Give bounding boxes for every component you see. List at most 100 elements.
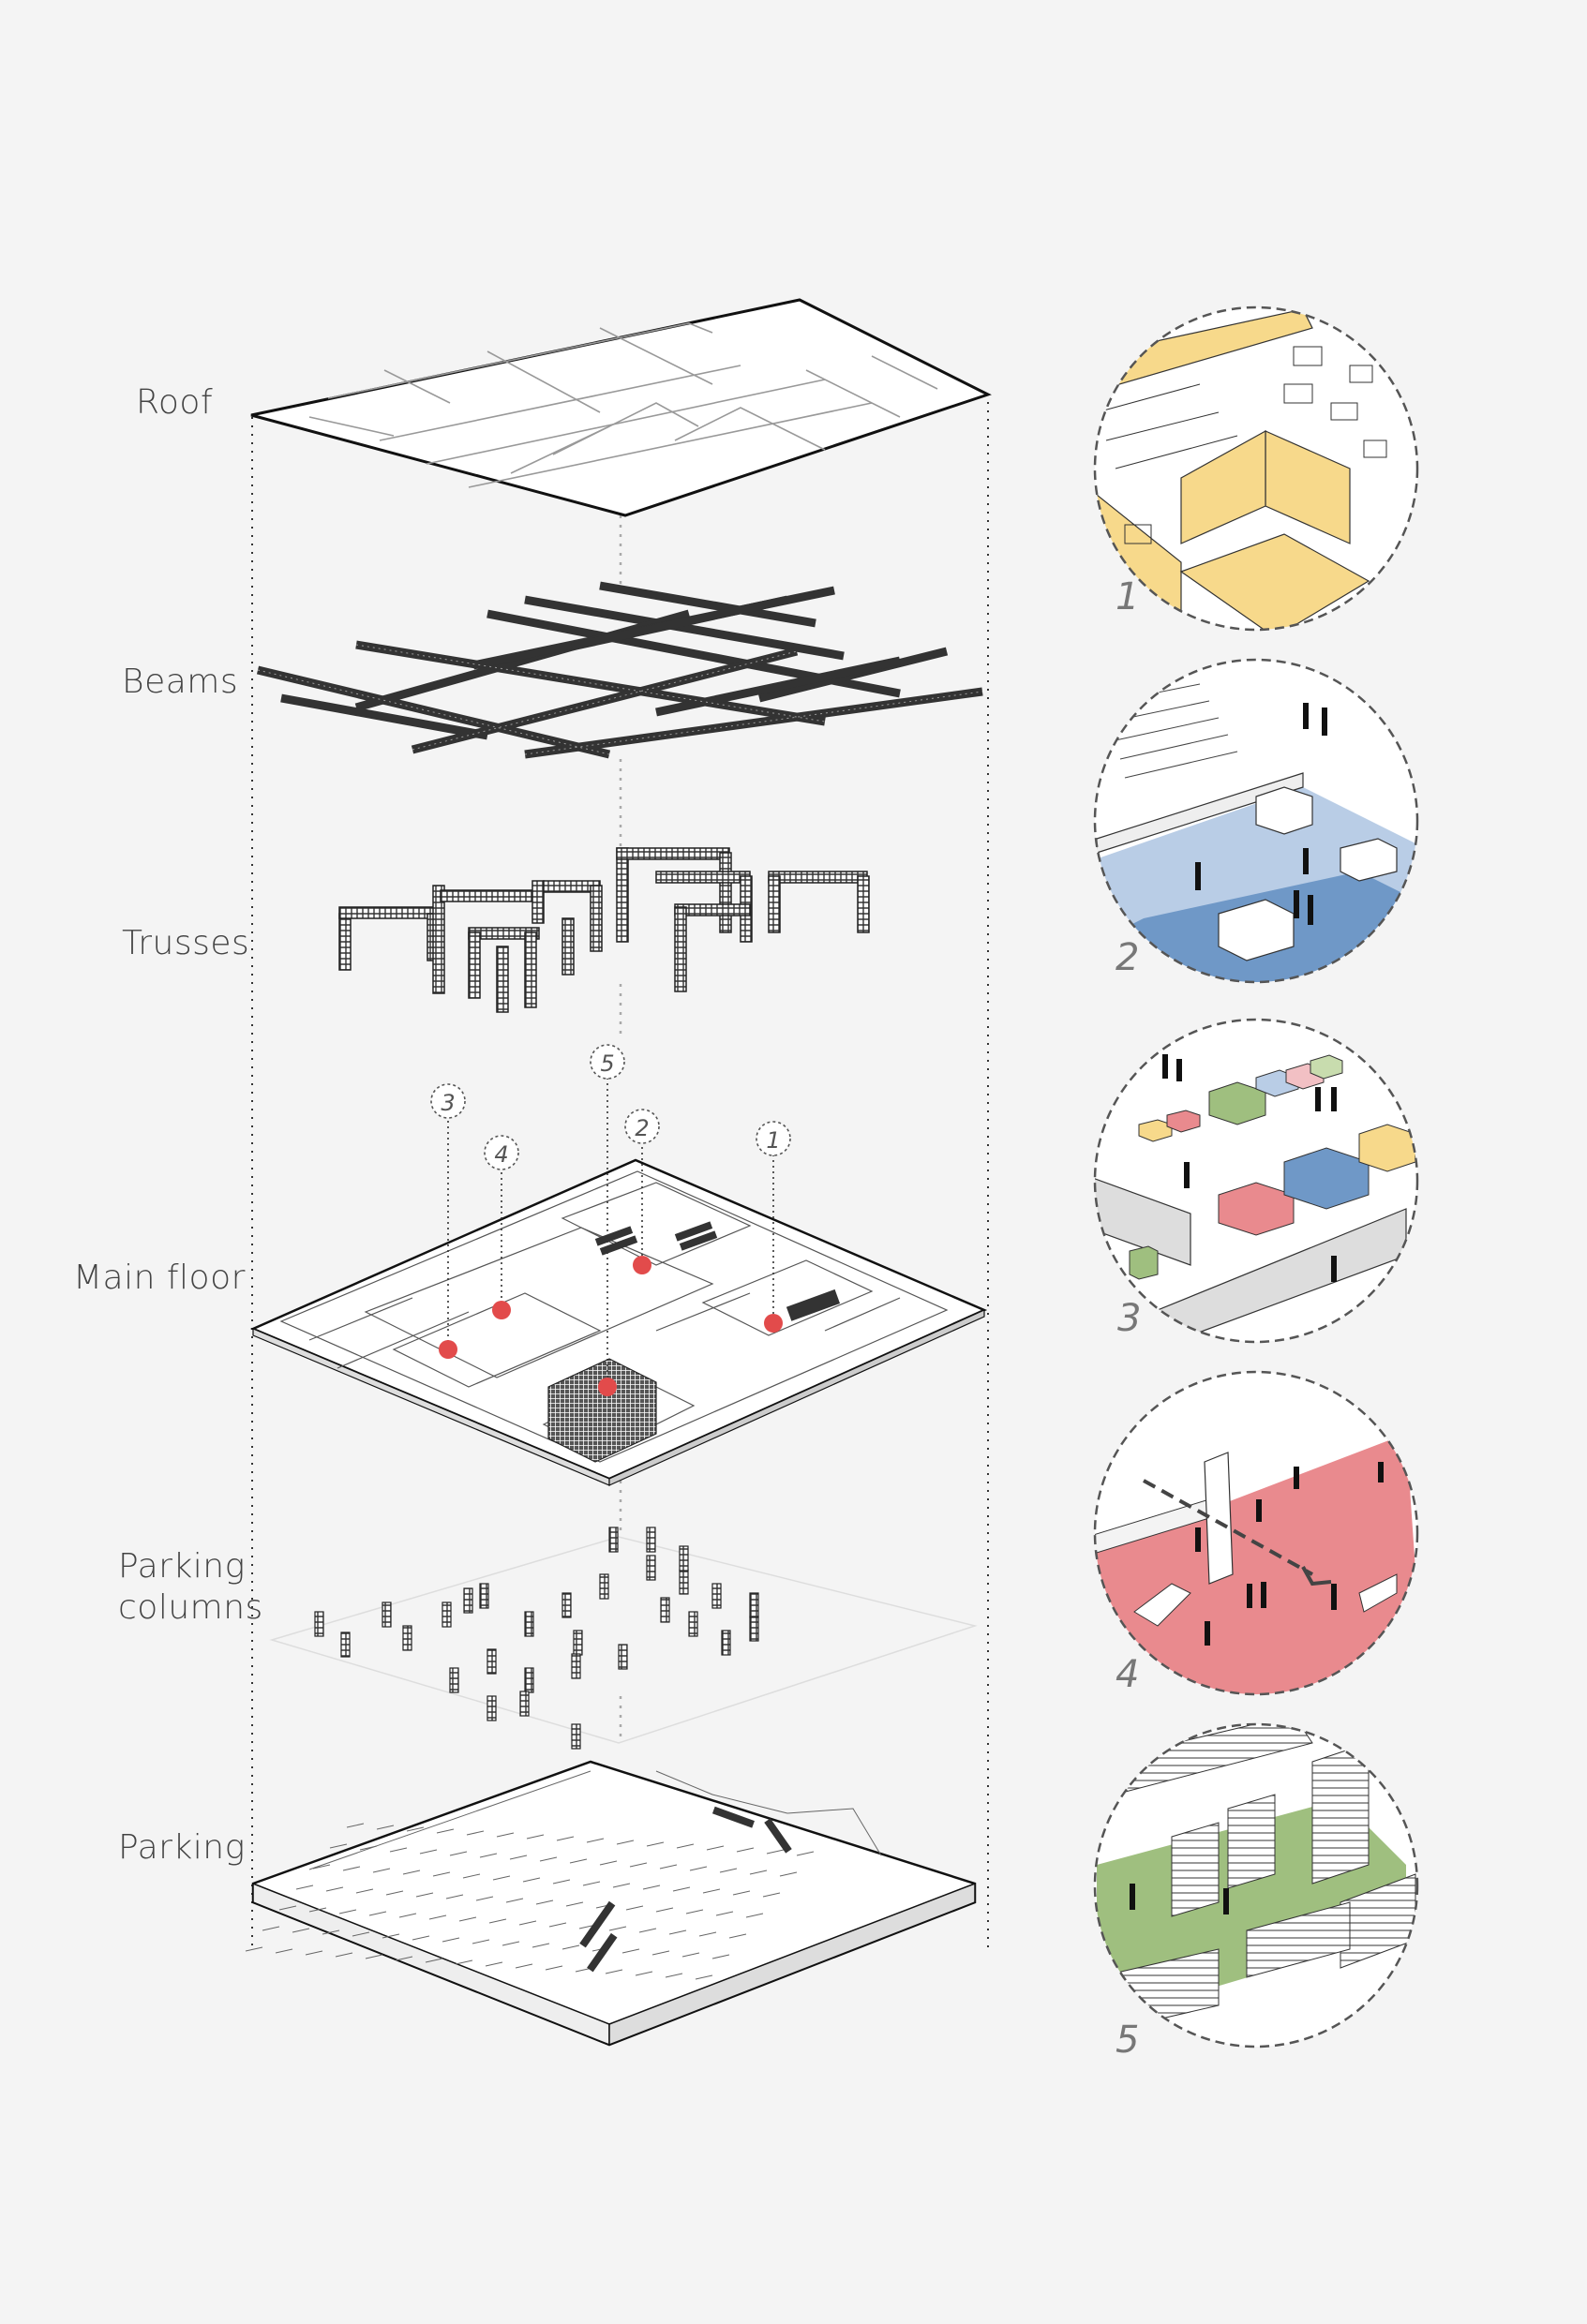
- parking-stall: [466, 1830, 485, 1836]
- detail-circle-5-number: 5: [1115, 2019, 1139, 2062]
- parking-stall: [556, 1836, 575, 1841]
- parking-stall: [372, 1868, 391, 1873]
- marker-5: 5: [590, 1044, 625, 1396]
- parking-column: [749, 1616, 759, 1642]
- parking-stall: [621, 1948, 640, 1954]
- parking-stall: [655, 1907, 674, 1913]
- parking-column: [571, 1653, 581, 1679]
- parking-column: [721, 1630, 731, 1656]
- parking-stall: [612, 1883, 631, 1888]
- parking-stall: [665, 1973, 683, 1978]
- parking-stall: [605, 1969, 623, 1974]
- parking-stall: [278, 1905, 297, 1911]
- marker-3: 3: [430, 1083, 466, 1359]
- parking-column: [402, 1625, 412, 1651]
- marker-2-number: 2: [635, 1115, 649, 1141]
- parking-stall: [412, 1935, 430, 1941]
- parking-stall: [651, 1950, 670, 1956]
- parking-column: [561, 1592, 572, 1618]
- parking-stall: [706, 1845, 725, 1851]
- parking-stall: [368, 1911, 387, 1916]
- parking-column: [314, 1611, 324, 1637]
- parking-stall: [629, 1862, 648, 1868]
- parking-stall: [638, 1928, 657, 1933]
- parking-stall: [698, 1931, 717, 1937]
- label-trusses: Trusses: [122, 924, 250, 962]
- detail-circle-4-number: 4: [1115, 1653, 1139, 1696]
- parking-stall: [335, 1952, 353, 1958]
- parking-stall: [625, 1905, 644, 1911]
- parking-stall: [308, 1907, 327, 1913]
- parking-stall: [485, 1961, 503, 1967]
- parking-stall: [352, 1931, 370, 1937]
- marker-5-number: 5: [600, 1050, 614, 1077]
- label-parking-columns-line1: Parking: [118, 1547, 246, 1586]
- parking-stall: [635, 1971, 653, 1976]
- parking-stall: [539, 1856, 558, 1862]
- parking-stall: [569, 1858, 588, 1864]
- parking-column: [618, 1644, 628, 1670]
- parking-stall: [462, 1873, 481, 1879]
- parking-stall: [488, 1918, 507, 1924]
- parking-stall: [502, 1941, 520, 1946]
- parking-stall: [398, 1913, 417, 1918]
- beams-texture: [257, 644, 983, 755]
- parking-stall: [745, 1913, 764, 1918]
- parking-column: [519, 1691, 530, 1717]
- parking-column: [340, 1631, 351, 1658]
- label-parking: Parking: [118, 1828, 246, 1867]
- label-main-floor: Main floor: [73, 1259, 246, 1297]
- parking-stall: [449, 1851, 468, 1856]
- parking-columns-layer: [269, 1527, 978, 1750]
- parking-stall: [479, 1853, 498, 1858]
- parking-stall: [406, 1826, 425, 1832]
- parking-stall: [681, 1952, 700, 1958]
- parking-stall: [676, 1843, 695, 1849]
- parking-column: [487, 1695, 497, 1721]
- parking-stall: [689, 1866, 708, 1871]
- parking-stall: [322, 1929, 340, 1935]
- label-beams: Beams: [122, 663, 239, 701]
- parking-column: [646, 1527, 656, 1553]
- parking-stall: [496, 1832, 515, 1838]
- parking-stall: [608, 1926, 627, 1931]
- parking-stall: [672, 1886, 691, 1892]
- parking-stall: [711, 1954, 730, 1959]
- parking-stall: [509, 1855, 528, 1860]
- parking-stall: [561, 1944, 580, 1950]
- parking-column: [679, 1545, 689, 1572]
- parking-column: [711, 1583, 722, 1609]
- parking-stall: [445, 1894, 464, 1899]
- parking-stall: [715, 1911, 734, 1916]
- parking-column: [479, 1583, 489, 1609]
- parking-stall: [526, 1834, 545, 1840]
- parking-stall: [685, 1909, 704, 1914]
- parking-stall: [262, 1926, 280, 1931]
- parking-stall: [616, 1840, 635, 1845]
- detail-circle-2-number: 2: [1115, 936, 1139, 979]
- label-parking-columns: Parking columns: [118, 1546, 263, 1629]
- parking-stall: [245, 1946, 263, 1952]
- parking-column: [524, 1667, 534, 1693]
- parking-stall: [582, 1881, 601, 1886]
- parking-column: [487, 1648, 497, 1675]
- roof-layer: [250, 298, 992, 517]
- parking-stall: [545, 1965, 563, 1971]
- floor-markers: 3 4 5 2: [430, 1044, 791, 1396]
- parking-stall: [531, 1943, 550, 1948]
- parking-stall: [646, 1841, 665, 1847]
- parking-column: [449, 1667, 459, 1693]
- parking-stall: [305, 1950, 323, 1956]
- detail-circle-3-number: 3: [1117, 1297, 1141, 1340]
- parking-stall: [376, 1825, 395, 1830]
- beams-layer: [256, 581, 983, 759]
- parking-stall: [355, 1888, 374, 1894]
- parking-stall: [359, 1845, 378, 1851]
- parking-stall: [535, 1899, 554, 1905]
- parking-stall: [732, 1890, 751, 1896]
- parking-stall: [425, 1958, 443, 1963]
- parking-stall: [642, 1885, 661, 1890]
- label-roof: Roof: [136, 383, 214, 422]
- parking-column: [442, 1601, 452, 1628]
- marker-1-number: 1: [766, 1127, 780, 1154]
